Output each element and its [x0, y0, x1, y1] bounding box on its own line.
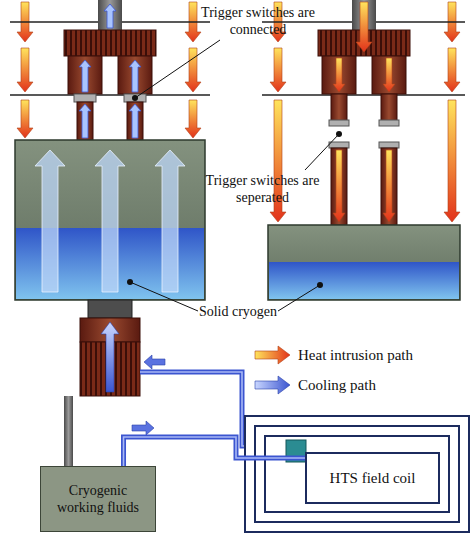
heat-arrow — [185, 100, 201, 138]
switch-contact — [329, 142, 349, 148]
cooling-arrow — [79, 104, 91, 138]
heat-arrow — [270, 48, 286, 92]
legend-label: Heat intrusion path — [298, 347, 413, 363]
cooling-arrow — [129, 60, 141, 92]
cooling-arrow — [95, 150, 125, 292]
support-rod — [64, 396, 73, 466]
heat-arrow — [383, 58, 395, 92]
switch-post — [381, 148, 397, 225]
fluid-reservoir-box: Cryogenic working fluids — [40, 466, 156, 532]
cooling-arrows-switch — [79, 4, 141, 138]
leader-dot — [127, 279, 133, 285]
coolant-pipe-group — [124, 437, 305, 466]
cooling-arrow — [104, 4, 116, 28]
switch-cylinder — [68, 56, 102, 94]
legend-label: Cooling path — [298, 377, 376, 393]
callout-label: Solid cryogen — [192, 303, 284, 320]
switch-cylinder — [372, 56, 406, 94]
leader-dot — [317, 282, 323, 288]
switch-post — [127, 102, 143, 140]
cooling-arrow — [129, 104, 141, 138]
solid-cryogen — [269, 262, 459, 299]
cooling-arrow — [35, 150, 65, 292]
cooling-arrow — [101, 322, 119, 392]
cold-rod — [98, 0, 122, 30]
heat-arrow — [17, 48, 33, 92]
switch-block — [64, 30, 156, 56]
legend-entry: Cooling path — [298, 376, 376, 394]
cryogen-tank — [268, 225, 460, 300]
switch-stub — [331, 94, 347, 122]
cooling-arrow — [155, 150, 185, 292]
legend-heat-arrow — [255, 346, 290, 364]
heat-arrow — [333, 58, 345, 92]
flow-arrow — [144, 355, 165, 369]
switch-stub — [381, 94, 397, 122]
coil-connector — [286, 440, 306, 462]
heat-arrow — [444, 100, 460, 222]
switch-contact — [379, 142, 399, 148]
heat-arrow — [444, 48, 460, 92]
heat-arrows-switch — [333, 2, 395, 222]
node-label: Cryogenic working fluids — [51, 482, 145, 516]
switch-post — [77, 102, 93, 140]
leader-dot — [132, 95, 138, 101]
heat-arrows-right — [270, 2, 460, 222]
coil-winding — [265, 436, 449, 512]
legend-entry: Heat intrusion path — [298, 346, 413, 364]
heat-arrow — [383, 150, 395, 222]
coil-box: HTS field coil — [305, 452, 440, 504]
cryogen-tank — [15, 140, 205, 300]
heat-arrow — [17, 100, 33, 138]
switch-post — [331, 148, 347, 225]
callout-label: Trigger switches are seperated — [200, 172, 325, 206]
leader-dot — [336, 131, 342, 137]
cooling-arrow — [79, 60, 91, 92]
support-plate — [10, 94, 210, 96]
heat-arrow — [333, 150, 345, 222]
pipe-highlight — [124, 437, 305, 466]
node-label: HTS field coil — [330, 469, 416, 487]
coil-winding — [245, 416, 469, 532]
leader-line — [278, 285, 320, 311]
leader-line — [305, 134, 339, 170]
heat-arrow — [356, 2, 372, 52]
switch-cylinder — [322, 56, 356, 94]
switch-contact — [124, 94, 146, 102]
callout-label: Trigger switches are connected — [193, 4, 323, 38]
coolant-pipe — [124, 437, 305, 466]
leader-line — [135, 40, 220, 98]
cooling-arrows-tank — [35, 150, 185, 292]
coil-winding — [255, 426, 459, 522]
support-plate — [262, 94, 465, 96]
switch-contact — [379, 120, 399, 126]
leader-line — [130, 282, 198, 311]
switch-cylinder — [118, 56, 152, 94]
legend-cooling-arrow — [255, 376, 290, 394]
cold-head-neck — [88, 300, 132, 318]
switch-contact — [329, 120, 349, 126]
flow-arrow — [132, 421, 154, 435]
switch-contact — [74, 94, 96, 102]
